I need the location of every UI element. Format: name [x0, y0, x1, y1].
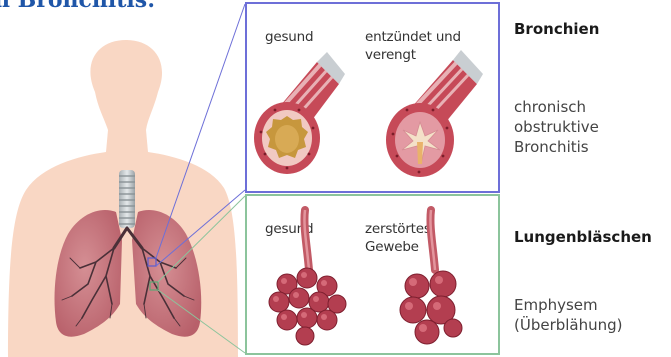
alveoli-heading: Lungenbläschen	[514, 228, 652, 246]
bronchi-comparison-figure	[247, 4, 498, 191]
trachea	[119, 170, 135, 228]
bronchi-description: chronisch obstruktive Bronchitis	[514, 97, 599, 157]
alveoli-description: Emphysem (Überblähung)	[514, 295, 623, 335]
destroyed-alveoli	[400, 210, 462, 344]
bronchi-heading: Bronchien	[514, 20, 599, 38]
alveoli-panel: gesund zerstörtes Gewebe	[245, 194, 500, 355]
inflamed-bronchus	[386, 50, 483, 177]
healthy-alveoli	[269, 210, 346, 345]
alveoli-comparison-figure	[247, 196, 498, 353]
bronchi-panel: gesund entzündet und verengt	[245, 2, 500, 193]
healthy-bronchus	[254, 52, 345, 174]
